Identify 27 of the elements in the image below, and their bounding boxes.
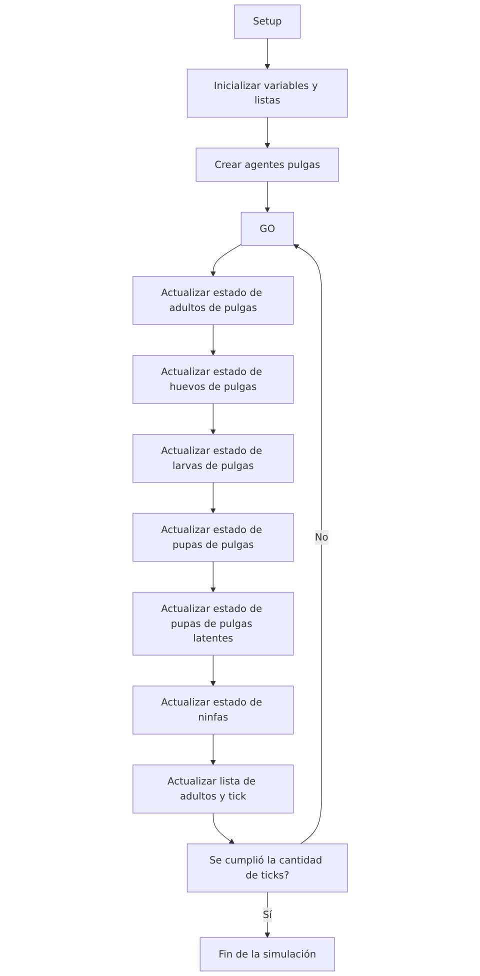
node-box: Actualizar estado de pupas de pulgas latentes — [132, 592, 294, 656]
node-box: Actualizar estado de ninfas — [132, 686, 294, 734]
arrow — [293, 244, 322, 844]
edge-label: Sí — [262, 908, 272, 920]
node-box: Actualizar estado de adultos de pulgas — [132, 276, 294, 325]
edge-label: No — [314, 531, 328, 543]
node-box: Actualizar estado de pupas de pulgas — [132, 512, 294, 562]
arrow — [264, 38, 270, 70]
arrow — [210, 734, 216, 766]
node-box: Setup — [234, 4, 300, 39]
arrow — [210, 561, 216, 592]
node-box: Fin de la simulación — [200, 937, 335, 972]
node-box: Actualizar estado de larvas de pulgas — [132, 434, 294, 483]
node-box: Crear agentes pulgas — [195, 148, 339, 182]
arrow — [210, 654, 216, 686]
arrow — [210, 244, 242, 277]
node-box: Se cumplió la cantidad de ticks? — [186, 844, 348, 892]
node-box: Actualizar lista de adultos y tick — [132, 764, 294, 814]
node-box: Actualizar estado de huevos de pulgas — [132, 355, 294, 404]
node-box: GO — [240, 212, 294, 246]
arrow — [212, 812, 234, 844]
arrow — [210, 324, 216, 356]
arrow — [210, 482, 216, 514]
arrow — [264, 116, 270, 148]
arrow — [210, 403, 216, 435]
node-box: Inicializar variables y listas — [186, 68, 348, 118]
arrow — [264, 181, 270, 212]
